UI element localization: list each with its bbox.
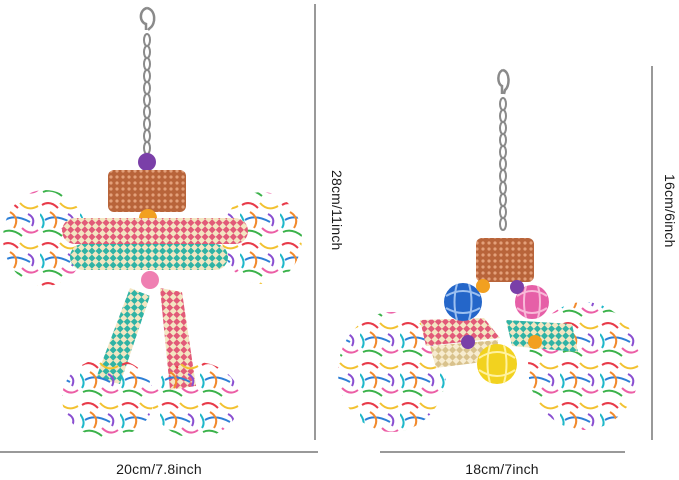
right-width-label: 18cm/7inch bbox=[465, 461, 539, 477]
left-hook-icon bbox=[139, 6, 156, 31]
left-bead-top bbox=[138, 153, 156, 171]
left-roll-pink bbox=[62, 218, 248, 244]
right-ball-blue bbox=[444, 283, 482, 321]
right-ball-pink bbox=[515, 285, 549, 319]
left-shred-bottom-left bbox=[62, 358, 154, 438]
left-shred-left bbox=[3, 190, 87, 286]
right-bead-purple bbox=[510, 280, 524, 294]
right-toy bbox=[338, 68, 640, 432]
left-height-label: 28cm/11inch bbox=[329, 170, 345, 251]
right-ball-yellow bbox=[477, 344, 517, 384]
left-roll-teal bbox=[70, 244, 228, 270]
left-shred-bottom-right bbox=[152, 362, 240, 438]
left-chain bbox=[143, 33, 151, 155]
right-arm-teal bbox=[506, 320, 578, 352]
right-arm-pink bbox=[420, 318, 500, 346]
left-toy bbox=[3, 6, 302, 438]
right-bead-orange bbox=[476, 279, 490, 293]
right-shred-left bbox=[338, 312, 446, 432]
right-copper-block bbox=[476, 238, 534, 282]
left-width-label: 20cm/7.8inch bbox=[116, 461, 202, 477]
right-shred-right bbox=[528, 302, 640, 430]
right-bead-orange-2 bbox=[528, 335, 542, 349]
right-bead-purple-2 bbox=[461, 335, 475, 349]
right-height-label: 16cm/6inch bbox=[662, 174, 678, 248]
left-copper-block bbox=[108, 170, 186, 212]
left-shred-right bbox=[222, 192, 302, 284]
right-hook-icon bbox=[497, 68, 510, 95]
left-bead-bottom bbox=[141, 271, 159, 289]
right-chain bbox=[499, 97, 507, 231]
